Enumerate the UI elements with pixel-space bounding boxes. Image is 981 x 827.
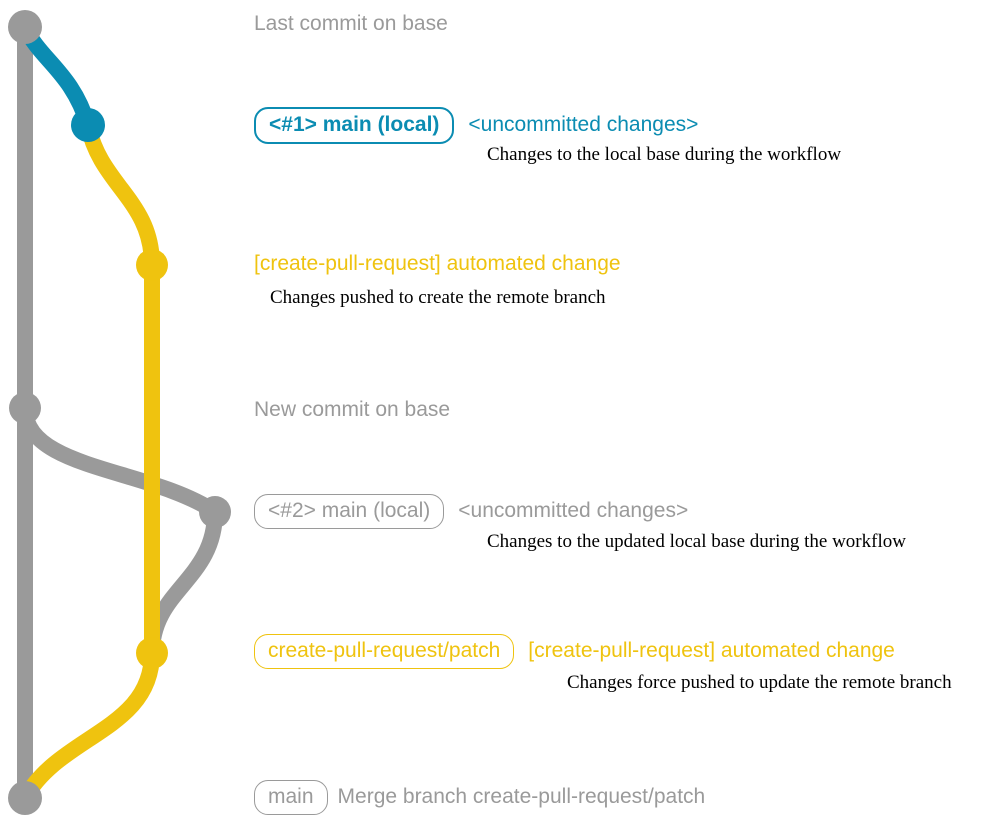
commit-description-4: Changes force pushed to update the remot…: [567, 672, 952, 693]
commit-headline: [create-pull-request] automated change: [528, 639, 895, 662]
commit-node-commit-2[interactable]: [136, 249, 168, 281]
commit-headline: Merge branch create-pull-request/patch: [337, 785, 706, 808]
local1-branch-line: [17, 19, 96, 133]
commit-node-last-commit-on-base[interactable]: [8, 10, 42, 44]
commit-row-new-commit-on-base: New commit on base: [254, 398, 450, 421]
commit-row-last-commit-on-base: Last commit on base: [254, 12, 448, 35]
commit-headline: Last commit on base: [254, 12, 448, 35]
commit-description-1: Changes to the local base during the wor…: [487, 144, 842, 165]
commit-row-commit-3: <#2> main (local) <uncommitted changes>: [254, 494, 689, 530]
commit-node-commit-1[interactable]: [71, 108, 105, 142]
commit-node-new-commit-on-base[interactable]: [9, 392, 41, 424]
commit-row-commit-4: create-pull-request/patch [create-pull-r…: [254, 634, 895, 670]
commit-row-commit-2: [create-pull-request] automated change: [254, 252, 621, 275]
commit-headline: New commit on base: [254, 398, 451, 421]
commit-row-commit-5: main Merge branch create-pull-request/pa…: [254, 780, 706, 816]
commit-node-commit-5[interactable]: [8, 781, 42, 815]
commit-description-2: Changes pushed to create the remote bran…: [270, 287, 606, 308]
patch-branch-upper-line: [80, 117, 160, 273]
commit-description-3: Changes to the updated local base during…: [487, 531, 906, 552]
commit-node-commit-4[interactable]: [136, 637, 168, 669]
commit-headline: [create-pull-request] automated change: [254, 252, 621, 275]
commit-headline: <uncommitted changes>: [458, 499, 689, 522]
commit-node-commit-3[interactable]: [199, 496, 231, 528]
branch-label-main-local-2[interactable]: <#2> main (local): [254, 494, 445, 530]
branch-label-create-pull-request-patch[interactable]: create-pull-request/patch: [254, 634, 515, 670]
local2-to-patch-connector: [144, 504, 223, 661]
commit-headline: <uncommitted changes>: [468, 113, 699, 136]
commit-row-commit-1: <#1> main (local) <uncommitted changes>: [254, 107, 699, 145]
branch-label-main[interactable]: main: [254, 780, 328, 816]
patch-to-merge-connector: [17, 645, 160, 806]
branch-label-main-local-1[interactable]: <#1> main (local): [254, 107, 455, 145]
base-to-local2-connector: [17, 400, 223, 520]
